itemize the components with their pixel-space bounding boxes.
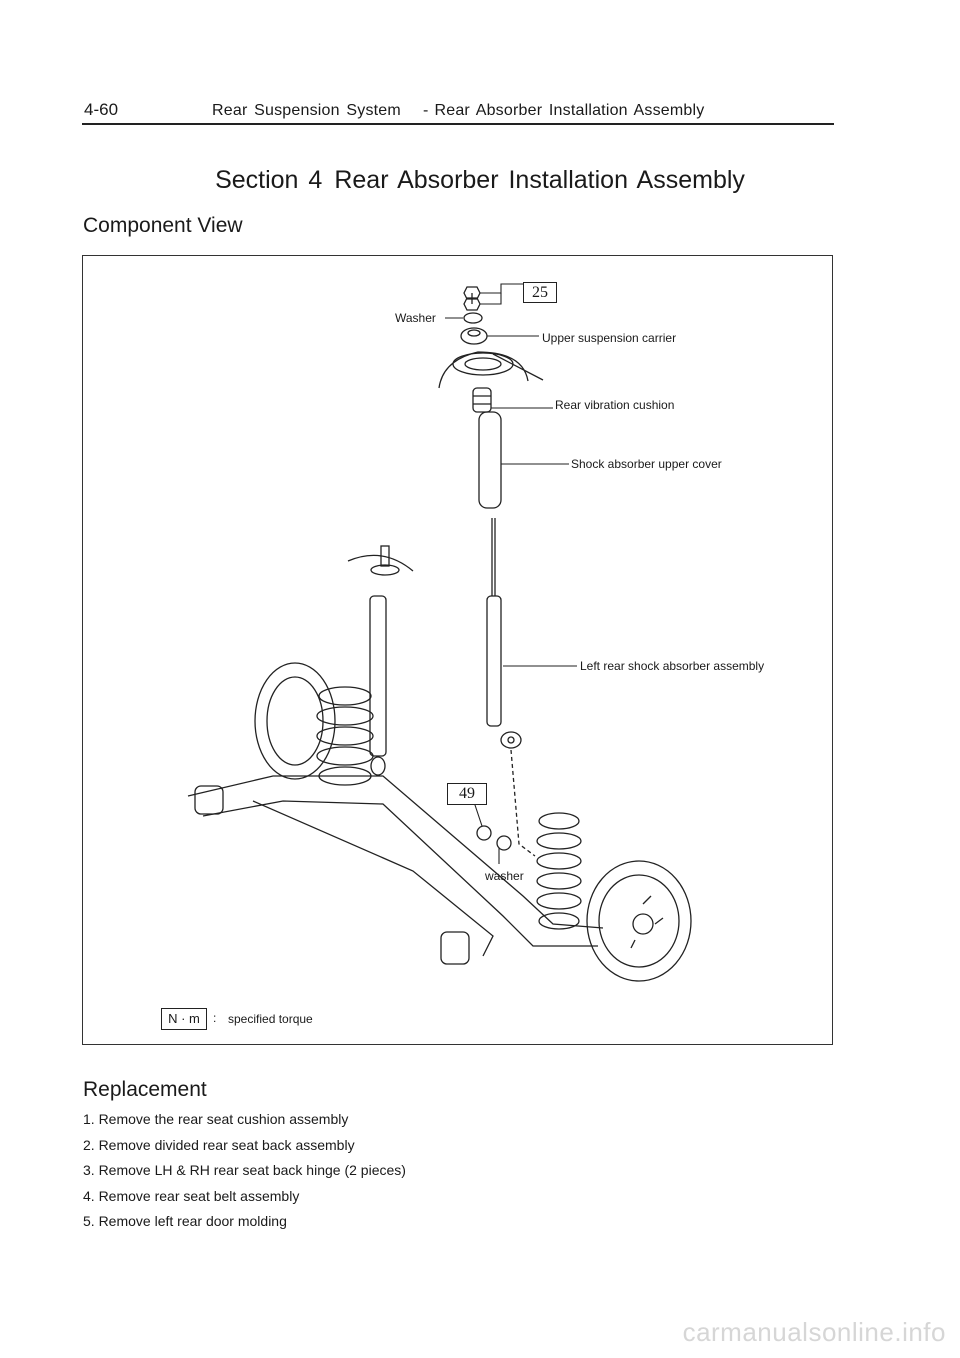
left-brake-drum: [254, 662, 336, 780]
rear-vibration-cushion-part: [472, 387, 492, 413]
right-coil-spring: [536, 812, 582, 930]
torque-value-lower: 49: [447, 783, 487, 805]
torque-unit-box: N · m: [161, 1008, 207, 1030]
component-view-heading: Component View: [83, 214, 243, 237]
replacement-step: 1. Remove the rear seat cushion assembly: [83, 1111, 349, 1127]
body-mount-panel: [438, 351, 529, 389]
header-rule: [82, 123, 834, 125]
header-system: Rear Suspension System: [212, 102, 401, 119]
label-shock-absorber-upper-cover: Shock absorber upper cover: [571, 457, 722, 471]
header-separator: -: [422, 102, 429, 119]
label-upper-suspension-carrier: Upper suspension carrier: [542, 331, 677, 345]
replacement-heading: Replacement: [83, 1078, 207, 1101]
upper-nuts: [463, 286, 481, 311]
replacement-step: 3. Remove LH & RH rear seat back hinge (…: [83, 1162, 406, 1178]
left-coil-spring: [316, 686, 374, 786]
replacement-step: 5. Remove left rear door molding: [83, 1213, 287, 1229]
torsion-beam-axle: [187, 775, 604, 965]
label-left-rear-shock-absorber-assembly: Left rear shock absorber assembly: [580, 659, 765, 673]
section-number: Section 4: [215, 166, 323, 194]
replacement-step: 2. Remove divided rear seat back assembl…: [83, 1136, 355, 1153]
legend-description: specified torque: [228, 1012, 313, 1026]
replacement-step: 4. Remove rear seat belt assembly: [83, 1187, 300, 1204]
section-title: Section 4 Rear Absorber Installation Asse…: [0, 166, 960, 195]
watermark: carmanualsonline.info: [682, 1317, 946, 1347]
label-washer-upper: Washer: [395, 311, 436, 325]
right-brake-drum: [586, 860, 692, 982]
left-assembled-strut: [347, 545, 414, 776]
torque-value-upper: 25: [523, 282, 557, 303]
exploded-view-drawing: [187, 283, 692, 982]
label-washer-lower: washer: [485, 869, 524, 883]
running-header: Rear Suspension System -Rear Absorber Ins…: [212, 102, 704, 120]
component-diagram: 25 49 Washer Upper suspension carrier Re…: [82, 255, 833, 1045]
legend-colon: :: [213, 1011, 217, 1025]
label-rear-vibration-cushion: Rear vibration cushion: [555, 398, 675, 412]
section-title-text: Rear Absorber Installation Assembly: [334, 166, 745, 194]
header-subsection: Rear Absorber Installation Assembly: [434, 102, 705, 119]
page-number: 4-60: [84, 100, 119, 119]
left-rear-shock-part: [486, 518, 522, 749]
replacement-steps: 1. Remove the rear seat cushion assembly…: [83, 1109, 406, 1237]
shock-upper-cover-part: [478, 411, 502, 509]
torque-upper-leader: [480, 283, 523, 294]
washer-part-upper: [463, 312, 483, 324]
